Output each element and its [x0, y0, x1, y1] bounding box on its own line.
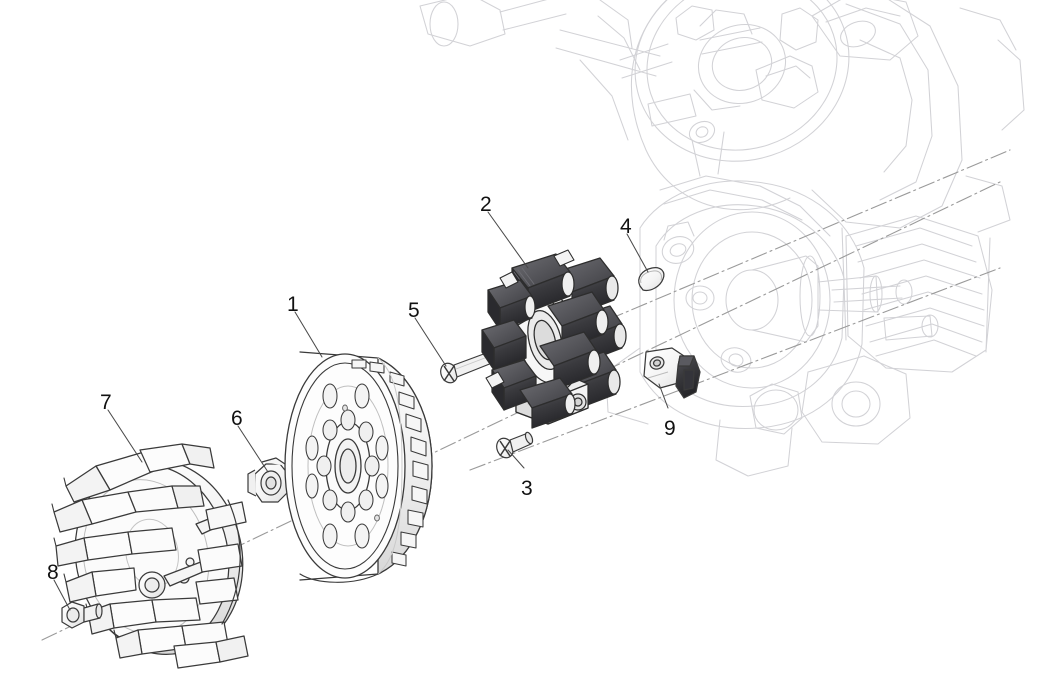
part-cooling-fan-impeller	[51, 443, 249, 669]
part-flywheel-rotor	[284, 351, 433, 583]
callout-number-9[interactable]: 9	[664, 417, 676, 440]
callout-number-1[interactable]: 1	[287, 293, 299, 316]
callout-number-2[interactable]: 2	[480, 193, 492, 216]
callout-number-4[interactable]: 4	[620, 215, 632, 238]
callout-number-5[interactable]: 5	[408, 299, 420, 322]
callout-number-6[interactable]: 6	[231, 407, 243, 430]
part-stator-assembly	[481, 249, 627, 429]
part-flanged-hex-nut	[247, 457, 295, 503]
part-woodruff-key	[638, 266, 665, 292]
callout-number-8[interactable]: 8	[47, 561, 59, 584]
callout-number-3[interactable]: 3	[521, 477, 533, 500]
part-stator-screw-short	[496, 431, 534, 459]
callout-number-7[interactable]: 7	[100, 391, 112, 414]
part-pickup-sensor-coil	[643, 347, 701, 399]
part-fan-bolt	[61, 601, 103, 629]
